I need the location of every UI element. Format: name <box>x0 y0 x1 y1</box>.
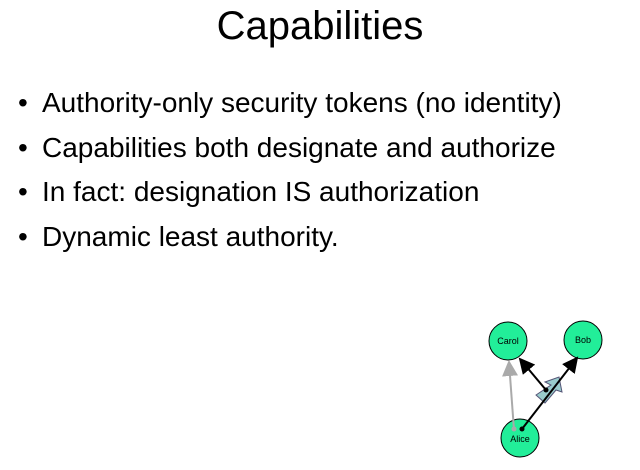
node-bob <box>563 320 603 360</box>
bullet-text: Dynamic least authority. <box>42 220 339 252</box>
alice-carol-arrow <box>502 360 519 431</box>
bullet-item: •Capabilities both designate and authori… <box>18 131 556 163</box>
bullet-text: In fact: designation IS authorization <box>42 176 480 207</box>
bullet-item: •Dynamic least authority. <box>18 220 339 252</box>
slide-title: Capabilities <box>216 4 424 48</box>
bullet-item: •Authority-only security tokens (no iden… <box>18 87 562 118</box>
bullet-item: •In fact: designation IS authorization <box>18 176 480 207</box>
capability-message-icon <box>535 376 563 404</box>
message-carol-arrow <box>518 357 547 391</box>
node-alice <box>500 418 540 458</box>
bullet-text: Authority-only security tokens (no ident… <box>42 87 562 118</box>
node-alice-label: Alice <box>510 434 530 444</box>
node-bob-label: Bob <box>575 335 591 345</box>
bullet-text: Capabilities both designate and authoriz… <box>42 131 556 163</box>
node-carol-label: Carol <box>497 336 519 346</box>
node-carol <box>488 321 528 361</box>
bullet-list: •Authority-only security tokens (no iden… <box>18 84 562 262</box>
alice-bob-arrow <box>521 356 579 430</box>
